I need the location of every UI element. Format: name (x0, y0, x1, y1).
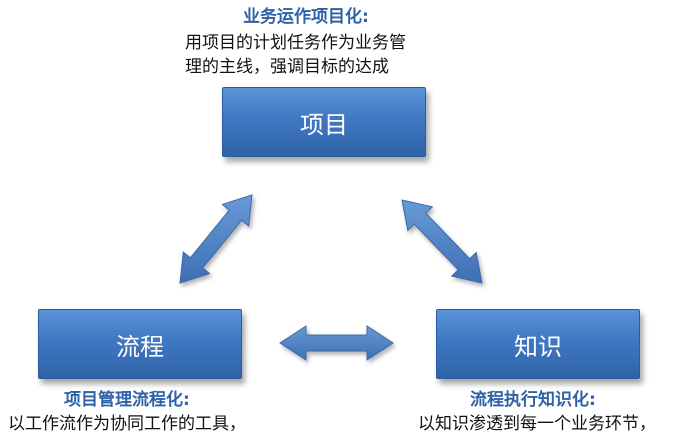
project-node: 项目 (222, 87, 426, 157)
knowledge-caption-line-1: 以知识渗透到每一个业务环节， (418, 414, 656, 434)
project-node-label: 项目 (300, 110, 348, 139)
arrow-project-process (179, 194, 253, 284)
arrow-project-knowledge (401, 199, 483, 284)
process-caption-line-1: 以工作流作为协同工作的工具， (8, 414, 246, 434)
project-caption-line-2: 理的主线，强调目标的达成 (185, 57, 389, 77)
process-caption-title: 项目管理流程化: (64, 390, 190, 410)
knowledge-node-label: 知识 (514, 332, 562, 361)
arrow-process-knowledge (279, 325, 394, 361)
knowledge-node: 知识 (436, 309, 640, 379)
process-node-label: 流程 (116, 332, 164, 361)
project-caption-line-1: 用项目的计划任务作为业务管 (185, 33, 406, 53)
project-caption-title: 业务运作项目化: (243, 7, 369, 27)
process-node: 流程 (38, 309, 242, 379)
knowledge-caption-title: 流程执行知识化: (470, 390, 596, 410)
